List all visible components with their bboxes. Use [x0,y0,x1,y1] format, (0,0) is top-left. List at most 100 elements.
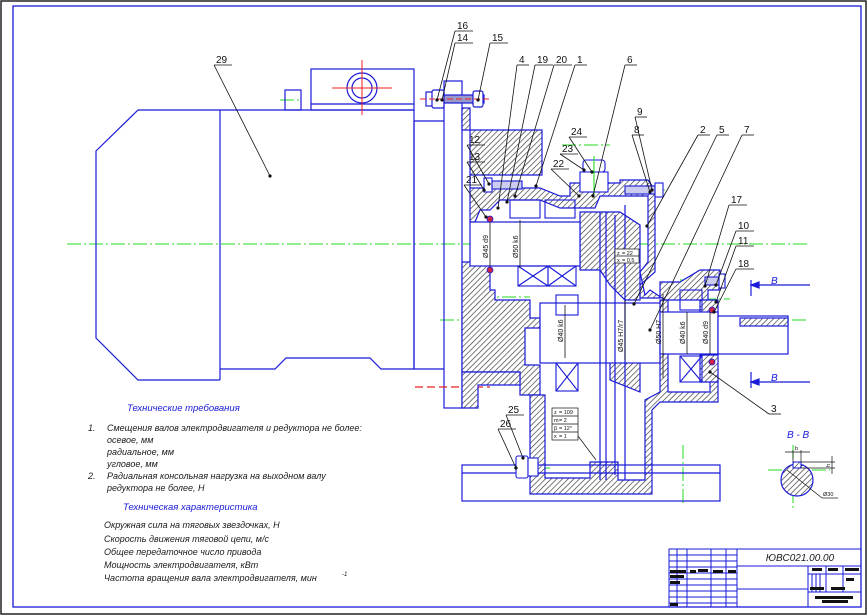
leader-line [497,428,517,469]
req-line-6: редуктора не более, Н [106,483,205,493]
char-line-1: Окружная сила на тяговых звездочках, Н [104,520,280,530]
leader-dot [582,168,586,172]
drain-plug [515,455,539,479]
leader-line [633,134,718,305]
leader-line [634,116,653,191]
tech-requirements-title: Технические требования [127,403,240,414]
part-label-20: 20 [556,55,568,66]
section-view-bb: b h Ø30 [780,446,838,499]
part-label-13: 13 [469,152,481,163]
wheel-gear-table: z = 109 m = 2 β = 12° x = 1 [551,407,597,461]
leader-line [497,64,518,209]
dim-out-seal: Ø40 d9 [703,321,710,344]
leader-dot [534,184,538,188]
leader-line [535,64,576,187]
leader-dot [648,328,652,332]
leader-dot [484,215,488,219]
leader-dot [712,310,716,314]
electric-motor [95,68,444,381]
section-dim-dia: Ø30 [823,492,833,498]
leader-line [559,153,585,171]
part-label-29: 29 [216,55,228,66]
leader-dot [650,188,654,192]
leader-dot [632,302,636,306]
dim-housing-bore: Ø50 H7 [656,320,663,344]
part-label-22: 22 [553,159,565,170]
req-num-1: 1. [88,423,96,433]
leader-line [477,42,491,101]
section-dim-width: b [795,446,798,452]
part-label-23: 23 [562,144,574,155]
leader-line [631,134,651,193]
wheel-beta-param: β [554,426,557,432]
leader-dot [648,190,652,194]
section-marker-top-label: B [771,276,778,287]
leader-dot [577,194,581,198]
leader-line [704,204,730,287]
leader-dot [590,170,594,174]
drawing-frame [12,5,862,608]
pinion-z-value: = 22 [622,251,633,257]
leader-dot [487,182,491,186]
section-marker-top [749,280,810,296]
leader-lines [213,30,781,470]
leader-line [592,64,626,197]
leader-dot [714,300,718,304]
tech-requirements: Технические требования 1. Смещения валов… [87,403,362,493]
req-num-2: 2. [87,471,96,481]
leader-line [514,64,555,197]
part-label-3: 3 [771,404,777,415]
leader-dot [482,188,486,192]
part-label-18: 18 [738,259,750,270]
leader-line [506,64,536,203]
part-label-4: 4 [519,55,525,66]
part-label-8: 8 [634,125,640,136]
dim-out-bearing: Ø40 k6 [680,321,687,344]
part-label-7: 7 [744,125,750,136]
part-label-26: 26 [500,419,512,430]
dim-mid-bearing: Ø40 k6 [558,319,565,342]
pinion-gear-table: z = 22 x = 0.5 [614,248,640,264]
part-label-12: 12 [469,135,481,146]
req-line-5: Радиальная консольная нагрузка на выходн… [107,471,326,481]
part-label-15: 15 [492,33,504,44]
leader-line [463,184,487,218]
leader-line [713,268,737,313]
char-line-2: Скорость движения тяговой цепи, м/с [104,534,269,544]
part-label-6: 6 [627,55,633,66]
bearings [509,199,703,392]
dim-gear-fit: Ø45 H7/r7 [618,320,625,352]
wheel-m-value: = 2 [559,418,567,424]
char-line-5: Частота вращения вала электродвигателя, … [104,573,317,583]
part-label-25: 25 [508,405,520,416]
req-line-1: Смещения валов электродвигателя и редукт… [107,423,362,433]
part-label-10: 10 [738,221,750,232]
pinion-x-param: x [617,258,620,264]
leader-dot [591,194,595,198]
leader-line [568,136,593,173]
leader-dot [440,98,444,102]
wheel-m-param: m [554,418,559,424]
wheel-z-value: = 109 [559,410,573,416]
leader-dot [521,456,525,460]
dim-input-shaft-2: Ø50 k6 [513,235,520,258]
part-label-17: 17 [731,195,743,206]
leader-line [715,230,737,286]
leader-dot [505,200,509,204]
tech-characteristics: Техническая характеристика Окружная сила… [104,502,347,583]
part-label-2: 2 [700,125,706,136]
leader-line [709,371,770,415]
leader-dot [714,283,718,287]
leader-dot [703,284,707,288]
part-label-19: 19 [537,55,549,66]
section-view-title: B - B [787,430,810,441]
part-label-14: 14 [457,33,469,44]
section-marker-bottom [749,372,810,388]
req-line-3: радиальное, мм [106,447,174,457]
leader-line [466,144,490,185]
leader-dot [513,194,517,198]
part-label-21: 21 [466,175,478,186]
part-label-9: 9 [637,107,643,118]
